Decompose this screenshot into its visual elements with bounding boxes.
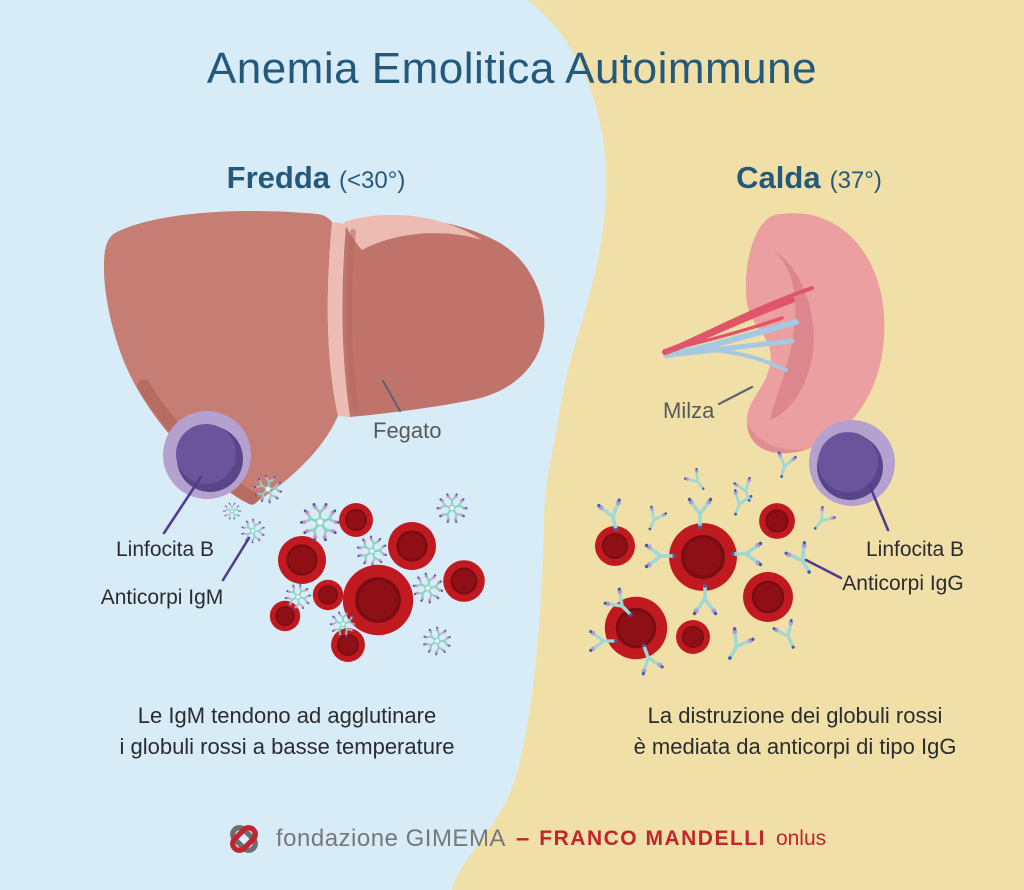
warm-caption-line1: La distruzione dei globuli rossi [647, 703, 943, 728]
page-title: Anemia Emolitica Autoimmune [206, 44, 818, 93]
lymphocyte-label-left: Linfocita B [115, 538, 215, 561]
lymphocyte-left-pointer-line [162, 475, 203, 535]
cold-caption-line1: Le IgM tendono ad agglutinare [137, 703, 437, 728]
cold-section-heading: Fredda (<30°) [227, 160, 406, 196]
igg-antibody-label: Anticorpi IgG [842, 572, 964, 595]
footer-person-name: FRANCO MANDELLI [539, 827, 766, 850]
lymphocyte-b-right-illustration [809, 420, 895, 506]
gimema-logo-icon [230, 825, 258, 853]
warm-caption: La distruzione dei globuli rossi è media… [634, 700, 957, 762]
warm-heading-temperature: (37°) [829, 167, 882, 194]
liver-pointer-line [381, 379, 402, 413]
cold-caption: Le IgM tendono ad agglutinare i globuli … [119, 700, 454, 762]
lymphocyte-right-pointer-line [867, 482, 890, 532]
footer: fondazione GIMEMA – FRANCO MANDELLI onlu… [222, 816, 826, 862]
cold-heading-label: Fredda [226, 160, 331, 195]
cold-heading-temperature: (<30°) [339, 167, 406, 194]
liver-label: Fegato [373, 418, 442, 443]
warm-heading-label: Calda [736, 160, 821, 195]
footer-org-name: fondazione GIMEMA [276, 825, 506, 852]
warm-section-heading: Calda (37°) [736, 160, 882, 196]
lymphocyte-b-left-illustration [163, 411, 251, 499]
spleen-vessels [662, 286, 814, 372]
liver-illustration [103, 211, 545, 505]
warm-caption-line2: è mediata da anticorpi di tipo IgG [633, 734, 957, 760]
igm-antibody-label: Anticorpi IgM [100, 586, 224, 609]
spleen-illustration [662, 213, 885, 454]
spleen-pointer-line [717, 385, 754, 406]
spleen-label: Milza [663, 398, 715, 423]
red-blood-cells-warm-cluster [594, 502, 796, 661]
igm-pointer-line [221, 536, 251, 582]
igg-pointer-line [804, 558, 843, 580]
footer-onlus-label: onlus [775, 827, 827, 850]
cold-caption-line2: i globuli rossi a basse temperature [119, 734, 455, 760]
lymphocyte-label-right: Linfocita B [865, 538, 965, 561]
footer-separator: – [515, 825, 530, 852]
